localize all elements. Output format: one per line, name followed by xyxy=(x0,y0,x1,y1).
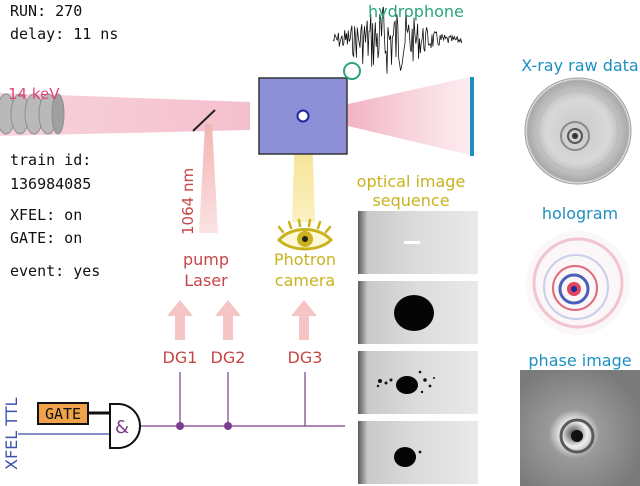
dg3-label: DG3 xyxy=(288,348,323,367)
run-number: RUN: 270 xyxy=(10,2,82,20)
xray-raw-title: X-ray raw data xyxy=(521,56,638,75)
pump-mirror xyxy=(192,109,216,132)
hologram-title: hologram xyxy=(542,204,618,223)
phase-image xyxy=(520,370,640,486)
and-gate xyxy=(109,403,141,449)
hologram-image xyxy=(526,231,630,335)
xfel-status: XFEL: on xyxy=(10,206,82,224)
delay-readout: delay: 11 ns xyxy=(10,25,118,43)
optical-frame-4 xyxy=(358,421,478,484)
xray-detector xyxy=(470,77,474,156)
optical-title-line1: optical image xyxy=(357,172,466,191)
dg1-label: DG1 xyxy=(163,348,198,367)
trigger-arrows xyxy=(167,300,317,340)
event-status: event: yes xyxy=(10,262,100,280)
xfel-pulses xyxy=(0,93,65,135)
gate-status: GATE: on xyxy=(10,229,82,247)
optical-frame-1 xyxy=(358,211,478,274)
optical-frame-2 xyxy=(358,281,478,344)
optical-title-line2: sequence xyxy=(372,191,449,210)
gate-box xyxy=(37,402,89,425)
trigger-wiring xyxy=(135,372,345,427)
hydrophone-label: hydrophone xyxy=(368,2,464,21)
hydrophone-marker xyxy=(343,62,361,80)
xfel-ttl-label: XFEL TTL xyxy=(2,397,21,470)
camera-label-line2: camera xyxy=(275,271,335,290)
pump-label-line1: pump xyxy=(183,250,229,269)
train-id-value: 136984085 xyxy=(10,175,91,193)
wire-junction-dg1 xyxy=(176,422,184,430)
pump-label-line2: Laser xyxy=(184,271,228,290)
sample-droplet xyxy=(296,109,310,123)
xray-raw-image xyxy=(524,77,632,185)
dg2-label: DG2 xyxy=(211,348,246,367)
outgoing-xray-beam xyxy=(348,77,470,155)
pump-wavelength-label: 1064 nm xyxy=(179,168,197,235)
camera-label-line1: Photron xyxy=(274,250,336,269)
optical-frame-3 xyxy=(358,351,478,414)
hydrophone-waveform xyxy=(332,6,463,74)
train-id-label: train id: xyxy=(10,151,91,169)
beam-energy-label: 14 keV xyxy=(8,85,60,103)
phase-title: phase image xyxy=(528,351,631,370)
gate-box-label: GATE xyxy=(45,405,81,423)
eye-icon xyxy=(276,218,334,251)
and-gate-symbol: & xyxy=(115,417,129,438)
pump-laser-beam xyxy=(199,124,218,233)
wire-junction-dg2 xyxy=(224,422,232,430)
